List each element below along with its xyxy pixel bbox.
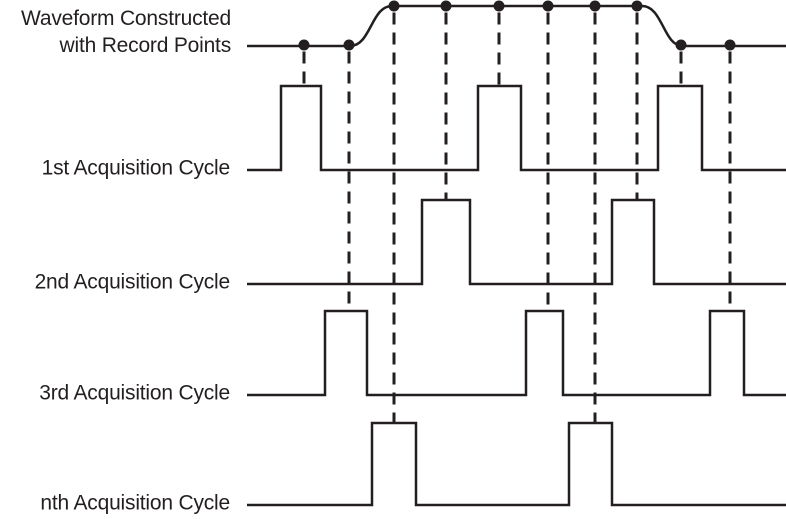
constructed-waveform-trace [247, 4, 786, 48]
record-point-dot [724, 39, 736, 51]
record-point-dot [388, 0, 400, 12]
cycle-label-2nd: 2nd Acquisition Cycle [35, 271, 230, 294]
title-line-1: Waveform Constructed [21, 7, 231, 30]
acquisition-cycle-trace-1 [247, 84, 786, 172]
record-point-dot [631, 0, 643, 12]
record-point-dot [343, 39, 355, 51]
record-point-dot [493, 0, 505, 12]
record-points-layer [298, 0, 736, 51]
record-point-dot [675, 39, 687, 51]
record-point-dot [298, 39, 310, 51]
acquisition-cycles-layer [247, 84, 786, 507]
record-point-dot [589, 0, 601, 12]
cycle-label-3rd: 3rd Acquisition Cycle [39, 382, 230, 405]
record-point-dot [542, 0, 554, 12]
cycle-label-nth: nth Acquisition Cycle [40, 492, 230, 515]
acquisition-cycle-trace-4 [247, 421, 786, 507]
cycle-label-1st: 1st Acquisition Cycle [42, 157, 230, 180]
acquisition-cycle-trace-2 [247, 198, 786, 286]
record-point-dot [440, 0, 452, 12]
title-line-2: with Record Points [59, 34, 231, 57]
sample-links-layer [302, 12, 732, 423]
acquisition-cycle-trace-3 [247, 309, 786, 397]
constructed-waveform-layer [247, 4, 786, 48]
labels-layer: Waveform Constructed with Record Points … [21, 7, 231, 515]
